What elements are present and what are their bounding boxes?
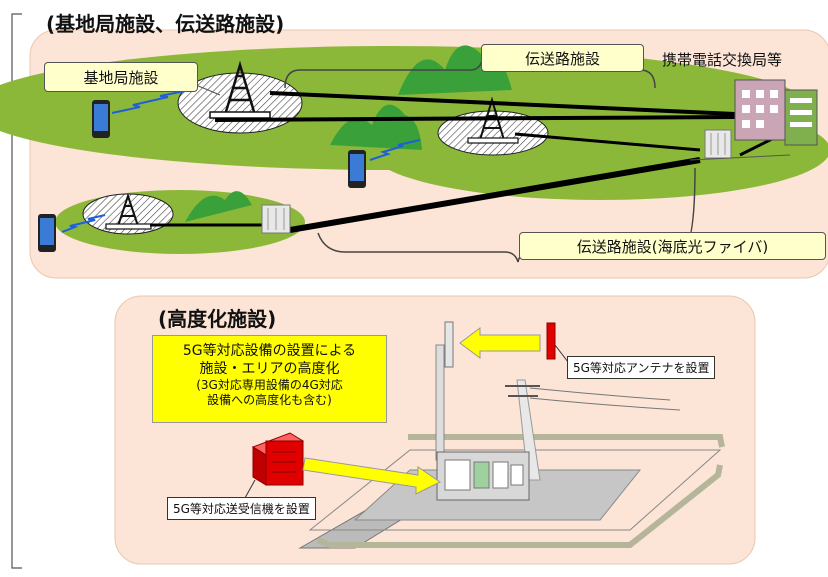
tower-icon-2 xyxy=(467,96,519,144)
note-line-1: 5G等対応設備の設置による xyxy=(182,343,357,359)
upgrade-section-title: (高度化施設) xyxy=(158,307,277,331)
exchange-building-icon xyxy=(734,79,818,146)
transceiver-label: 5G等対応送受信機を設置 xyxy=(167,497,316,520)
exchange-label: 携帯電話交換局等 xyxy=(662,51,783,69)
tower-pad-2 xyxy=(437,110,549,156)
note-line-3: (3G対応専用設備の4G対応 xyxy=(196,378,343,392)
5g-transceiver-icon xyxy=(251,432,305,486)
transmission-lines xyxy=(150,91,781,233)
submarine-callout: 伝送路施設(海底光ファイバ) xyxy=(519,232,826,260)
5g-antenna-icon xyxy=(546,322,556,360)
relay-building-icons xyxy=(261,129,732,234)
callout-pointers xyxy=(195,84,791,161)
outer-bracket xyxy=(11,13,22,569)
antenna-label: 5G等対応アンテナを設置 xyxy=(567,356,716,379)
upgrade-note: 5G等対応設備の設置による 施設・エリアの高度化 (3G対応専用設備の4G対応 … xyxy=(152,335,387,423)
wireless-signals xyxy=(61,89,421,233)
transceiver-arrow xyxy=(302,457,441,495)
leader-lines xyxy=(244,344,569,499)
utility-pole-icon xyxy=(505,379,681,481)
network-section-title: (基地局施設、伝送路施設) xyxy=(46,12,285,36)
note-line-4: 設備への高度化も含む) xyxy=(207,393,332,407)
phone-icons xyxy=(38,100,366,252)
note-line-2: 施設・エリアの高度化 xyxy=(199,361,340,377)
equipment-cabinet-icon xyxy=(436,451,530,501)
base-station-callout: 基地局施設 xyxy=(44,62,198,92)
transmission-callout: 伝送路施設 xyxy=(481,44,644,72)
antenna-arrow xyxy=(459,327,541,359)
